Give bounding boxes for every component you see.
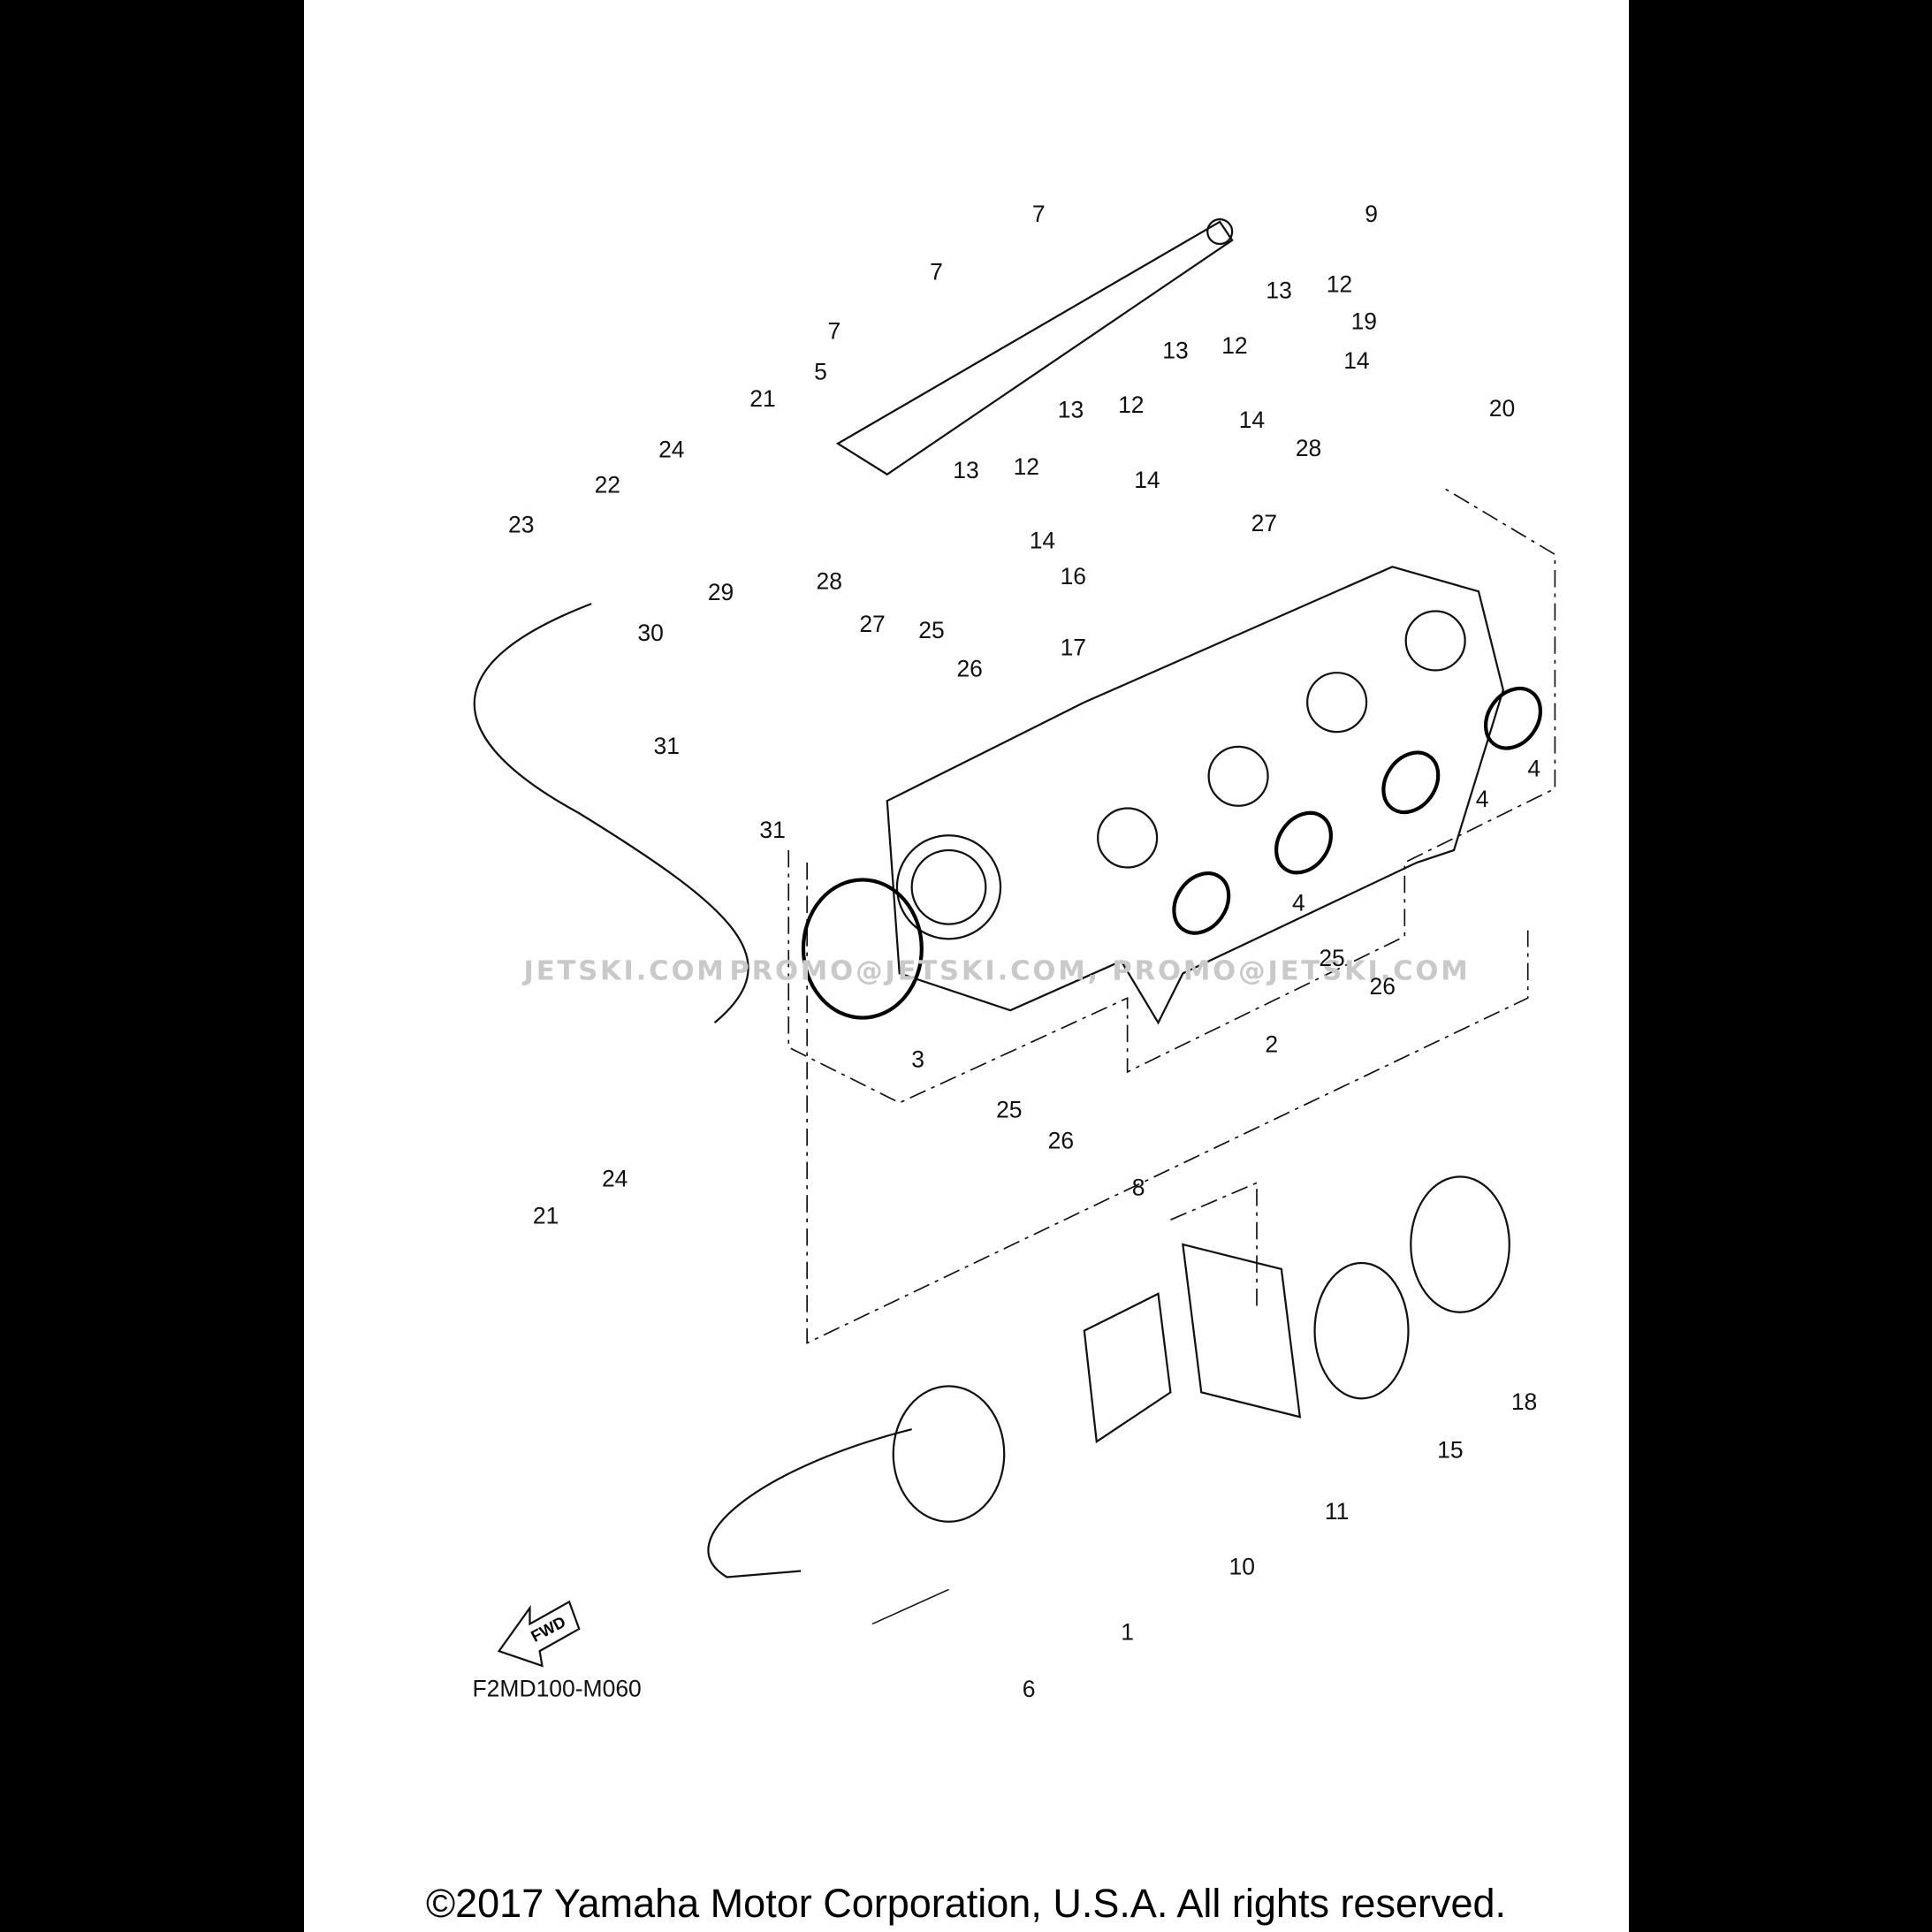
part-label: 21	[749, 385, 775, 412]
o-ring-3	[801, 878, 924, 1020]
part-label: 8	[1132, 1174, 1145, 1200]
part-label: 26	[956, 655, 982, 681]
part-label: 11	[1325, 1498, 1349, 1525]
part-label: 12	[1118, 392, 1144, 418]
manifold-port	[1097, 807, 1159, 869]
part-label: 4	[1476, 786, 1489, 812]
fuel-rail-end	[1206, 218, 1234, 246]
o-ring-4	[1381, 750, 1441, 815]
part-label: 15	[1437, 1436, 1463, 1463]
fuel-rail	[835, 220, 1234, 476]
part-label: 27	[859, 611, 885, 637]
part-label: 21	[533, 1202, 559, 1228]
bolt-6	[871, 1588, 949, 1625]
part-label: 25	[996, 1097, 1022, 1123]
part-label: 12	[1014, 453, 1039, 480]
adapter-11	[1182, 1243, 1302, 1419]
part-label: 29	[708, 579, 734, 605]
part-label: 14	[1134, 467, 1160, 493]
part-label: 13	[953, 457, 978, 483]
gasket-10	[1083, 1292, 1172, 1444]
part-label: 3	[911, 1046, 924, 1072]
part-label: 13	[1266, 277, 1291, 303]
part-label: 22	[595, 472, 620, 498]
part-label: 26	[1369, 973, 1395, 1000]
part-label: 4	[1292, 889, 1305, 916]
o-ring-4	[1484, 686, 1542, 750]
part-label: 14	[1030, 527, 1055, 553]
part-label: 12	[1221, 332, 1247, 359]
part-label: 14	[1343, 347, 1369, 374]
part-label: 6	[1023, 1676, 1036, 1702]
assembly-boundary	[787, 485, 1556, 1104]
part-label: 20	[1489, 395, 1515, 422]
part-label: 31	[653, 733, 679, 759]
manifold-inlet	[895, 834, 1002, 940]
part-label: 25	[918, 617, 944, 643]
part-label: 13	[1058, 397, 1084, 423]
watermark-2: PROMO@JETSKI.COM, PROMO@JETSKI.COM	[729, 955, 1470, 986]
part-label: 4	[1527, 755, 1540, 781]
part-label: 28	[817, 567, 842, 594]
part-label: 23	[508, 511, 534, 537]
part-label: 1	[1121, 1619, 1134, 1646]
part-label: 26	[1048, 1127, 1074, 1153]
manifold-inlet-inner	[910, 848, 987, 925]
diagram-code: F2MD100-M060	[473, 1676, 642, 1702]
ring-18	[1410, 1175, 1510, 1313]
o-ring-4	[1172, 871, 1231, 935]
part-label: 28	[1296, 435, 1321, 461]
part-label: 30	[637, 620, 663, 646]
part-label: 2	[1265, 1031, 1278, 1058]
part-label: 7	[827, 317, 840, 344]
manifold-port	[1306, 672, 1368, 734]
watermark-1: JETSKI.COM	[522, 955, 726, 986]
manifold-port	[1207, 745, 1269, 807]
part-label: 5	[814, 358, 827, 384]
harness	[707, 1428, 912, 1578]
part-label: 27	[1251, 510, 1277, 536]
part-label: 7	[1032, 201, 1046, 227]
fwd-arrow-icon: FWD	[497, 1600, 581, 1668]
part-label: 12	[1327, 270, 1352, 297]
part-label: 13	[1162, 338, 1188, 364]
part-label: 10	[1229, 1554, 1255, 1580]
part-label: 18	[1511, 1388, 1537, 1415]
part-label: 31	[759, 817, 785, 843]
part-label: 19	[1351, 308, 1377, 334]
diagram-sheet	[304, 0, 1629, 1932]
throttle-boundary	[1170, 1182, 1258, 1306]
ring-boundary	[806, 862, 1529, 1344]
filter-15	[1313, 1261, 1410, 1400]
part-label: 17	[1061, 635, 1086, 661]
part-label: 14	[1239, 407, 1265, 433]
throttle-body	[892, 1385, 1006, 1523]
part-label: 16	[1061, 563, 1086, 589]
fuel-hose	[473, 603, 749, 1023]
o-ring-4	[1274, 810, 1333, 875]
part-label: 24	[658, 436, 684, 462]
part-label: 25	[1319, 945, 1344, 971]
manifold-port	[1404, 610, 1466, 672]
part-label: 7	[930, 258, 943, 285]
part-label: 9	[1365, 201, 1378, 227]
copyright-notice: ©2017 Yamaha Motor Corporation, U.S.A. A…	[425, 1881, 1507, 1926]
part-label: 24	[602, 1166, 628, 1192]
intake-manifold	[886, 566, 1504, 1025]
